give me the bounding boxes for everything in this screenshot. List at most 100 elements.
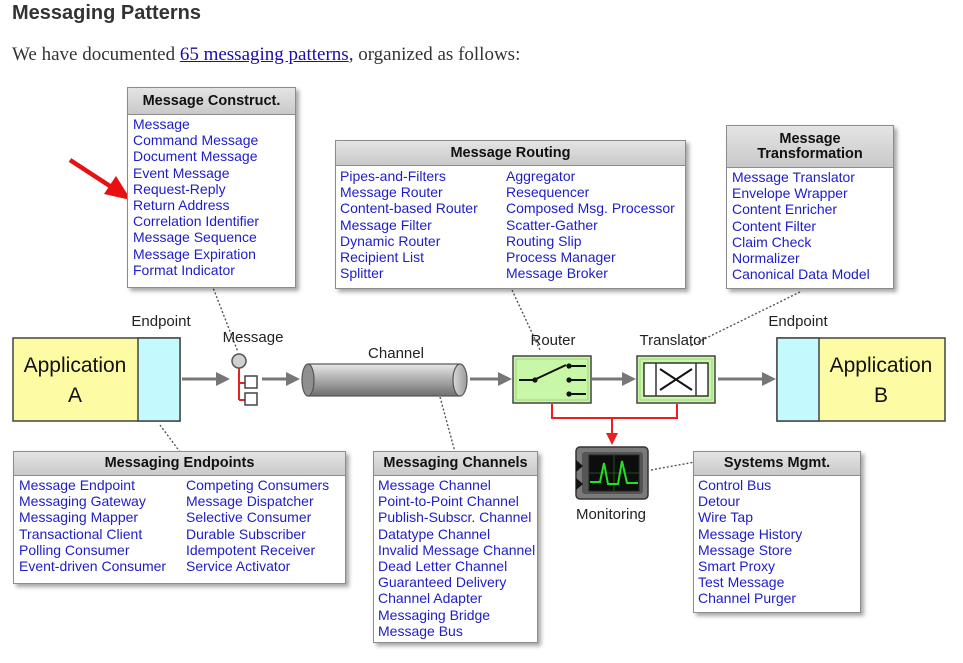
message-label: Message [223, 329, 284, 346]
pattern-link[interactable]: Composed Msg. Processor [506, 200, 675, 217]
pattern-link[interactable]: Message Channel [378, 477, 491, 493]
application-a-label-2: A [68, 384, 82, 407]
monitoring-label: Monitoring [576, 506, 646, 523]
pattern-link[interactable]: Recipient List [340, 249, 425, 266]
channel-label: Channel [368, 345, 424, 362]
patterns-link[interactable]: 65 messaging patterns [179, 44, 349, 65]
pattern-link[interactable]: Invalid Message Channel [378, 541, 536, 558]
channel-pipe [301, 363, 468, 397]
pattern-link[interactable]: Channel Purger [698, 590, 797, 607]
pattern-link[interactable]: Messaging Mapper [19, 509, 139, 526]
pattern-link[interactable]: Messaging Bridge [378, 606, 491, 623]
pattern-link[interactable]: Request-Reply [133, 180, 226, 197]
message-transformation-title-line1: Message [779, 130, 841, 147]
monitoring-arrowhead [606, 433, 618, 445]
pattern-link[interactable]: Envelope Wrapper [732, 185, 848, 202]
pattern-link[interactable]: Transactional Client [19, 525, 143, 542]
message-construction-list: Message Command Message Document Message… [133, 116, 259, 278]
translator-label: Translator [640, 332, 707, 349]
pattern-link[interactable]: Smart Proxy [698, 558, 776, 575]
connector-lines [159, 284, 801, 471]
pattern-link[interactable]: Message Store [698, 541, 793, 558]
message-routing-list-right: Aggregator Resequencer Composed Msg. Pro… [506, 168, 675, 281]
pattern-link[interactable]: Datatype Channel [378, 525, 491, 542]
pattern-link[interactable]: Detour [698, 493, 741, 510]
pattern-link[interactable]: Idempotent Receiver [186, 541, 316, 558]
monitoring-wires [551, 404, 678, 436]
pattern-link[interactable]: Resequencer [506, 184, 590, 201]
pattern-link[interactable]: Event Message [133, 164, 230, 181]
messaging-endpoints-list-right: Competing Consumers Message Dispatcher S… [186, 477, 329, 574]
pattern-link[interactable]: Content Enricher [732, 201, 838, 218]
systems-management-list: Control Bus Detour Wire Tap Message Hist… [698, 477, 802, 607]
pattern-link[interactable]: Message Translator [732, 169, 855, 185]
message-transformation-title: Message Transformation [727, 126, 893, 168]
pattern-link[interactable]: Document Message [133, 148, 258, 165]
pattern-link[interactable]: Control Bus [698, 477, 772, 493]
pattern-link[interactable]: Messaging Gateway [19, 493, 146, 510]
pattern-link[interactable]: Process Manager [506, 249, 616, 266]
pattern-link[interactable]: Message Endpoint [19, 477, 135, 493]
messaging-endpoints-list-left: Message Endpoint Messaging Gateway Messa… [19, 477, 166, 574]
pattern-link[interactable]: Guaranteed Delivery [378, 574, 507, 591]
pattern-link[interactable]: Wire Tap [698, 509, 753, 526]
message-routing-box: Message Routing Pipes-and-Filters Messag… [335, 140, 686, 289]
message-transformation-list: Message Translator Envelope Wrapper Cont… [732, 169, 870, 282]
endpoint-right-label: Endpoint [768, 313, 828, 330]
pattern-link[interactable]: Format Indicator [133, 261, 235, 278]
pattern-link[interactable]: Test Message [698, 574, 785, 591]
pattern-link[interactable]: Command Message [133, 132, 259, 149]
pattern-link[interactable]: Claim Check [732, 233, 812, 250]
pattern-link[interactable]: Routing Slip [506, 232, 582, 249]
pattern-link[interactable]: Scatter-Gather [506, 216, 598, 233]
pattern-link[interactable]: Content Filter [732, 217, 817, 234]
application-b-label-1: Application [830, 354, 933, 377]
intro-text: We have documented 65 messaging patterns… [12, 44, 520, 66]
endpoint-left-label: Endpoint [131, 313, 191, 330]
pattern-link[interactable]: Dead Letter Channel [378, 558, 508, 575]
pattern-link[interactable]: Aggregator [506, 168, 576, 184]
intro-text-after: , organized as follows: [348, 44, 521, 65]
messaging-endpoints-title: Messaging Endpoints [14, 452, 345, 476]
message-routing-title: Message Routing [336, 141, 685, 166]
pattern-link[interactable]: Message Filter [340, 216, 432, 233]
message-construction-title: Message Construct. [128, 88, 295, 115]
pattern-link[interactable]: Message Router [340, 184, 443, 201]
flow-arrows [182, 372, 776, 386]
pattern-link[interactable]: Message Expiration [133, 245, 256, 262]
pattern-link[interactable]: Publish-Subscr. Channel [378, 509, 532, 526]
messaging-channels-list: Message Channel Point-to-Point Channel P… [378, 477, 535, 639]
messaging-endpoints-box: Messaging Endpoints Message Endpoint Mes… [13, 451, 346, 584]
pattern-link[interactable]: Dynamic Router [340, 232, 441, 249]
application-a-label-1: Application [24, 354, 127, 377]
pattern-link[interactable]: Splitter [340, 265, 384, 282]
messaging-channels-title: Messaging Channels [374, 452, 537, 476]
pattern-link[interactable]: Point-to-Point Channel [378, 493, 519, 510]
pattern-link[interactable]: Message History [698, 525, 803, 542]
pattern-link[interactable]: Message Broker [506, 265, 608, 282]
pattern-link[interactable]: Durable Subscriber [186, 525, 306, 542]
pattern-link[interactable]: Polling Consumer [19, 541, 130, 558]
pattern-link[interactable]: Content-based Router [340, 200, 478, 217]
application-a: Application A [12, 337, 181, 422]
pattern-link[interactable]: Canonical Data Model [732, 266, 870, 283]
pattern-link[interactable]: Message Bus [378, 622, 463, 639]
pattern-link[interactable]: Message [133, 116, 190, 132]
pattern-link[interactable]: Channel Adapter [378, 590, 483, 607]
systems-management-box: Systems Mgmt. Control Bus Detour Wire Ta… [693, 451, 861, 613]
monitoring-icon [575, 446, 649, 500]
pattern-link[interactable]: Return Address [133, 197, 230, 214]
pattern-link[interactable]: Pipes-and-Filters [340, 168, 446, 184]
pattern-link[interactable]: Service Activator [186, 558, 291, 575]
router-label: Router [530, 332, 575, 349]
pattern-link[interactable]: Competing Consumers [186, 477, 330, 493]
pattern-link[interactable]: Message Sequence [133, 229, 257, 246]
pattern-link[interactable]: Message Dispatcher [186, 493, 314, 510]
application-b: Application B [776, 337, 946, 422]
pattern-link[interactable]: Normalizer [732, 250, 800, 267]
message-transformation-title-line2: Transformation [757, 145, 863, 162]
page-title: Messaging Patterns [12, 2, 201, 24]
pattern-link[interactable]: Selective Consumer [186, 509, 312, 526]
pattern-link[interactable]: Correlation Identifier [133, 213, 260, 230]
pattern-link[interactable]: Event-driven Consumer [19, 558, 167, 575]
